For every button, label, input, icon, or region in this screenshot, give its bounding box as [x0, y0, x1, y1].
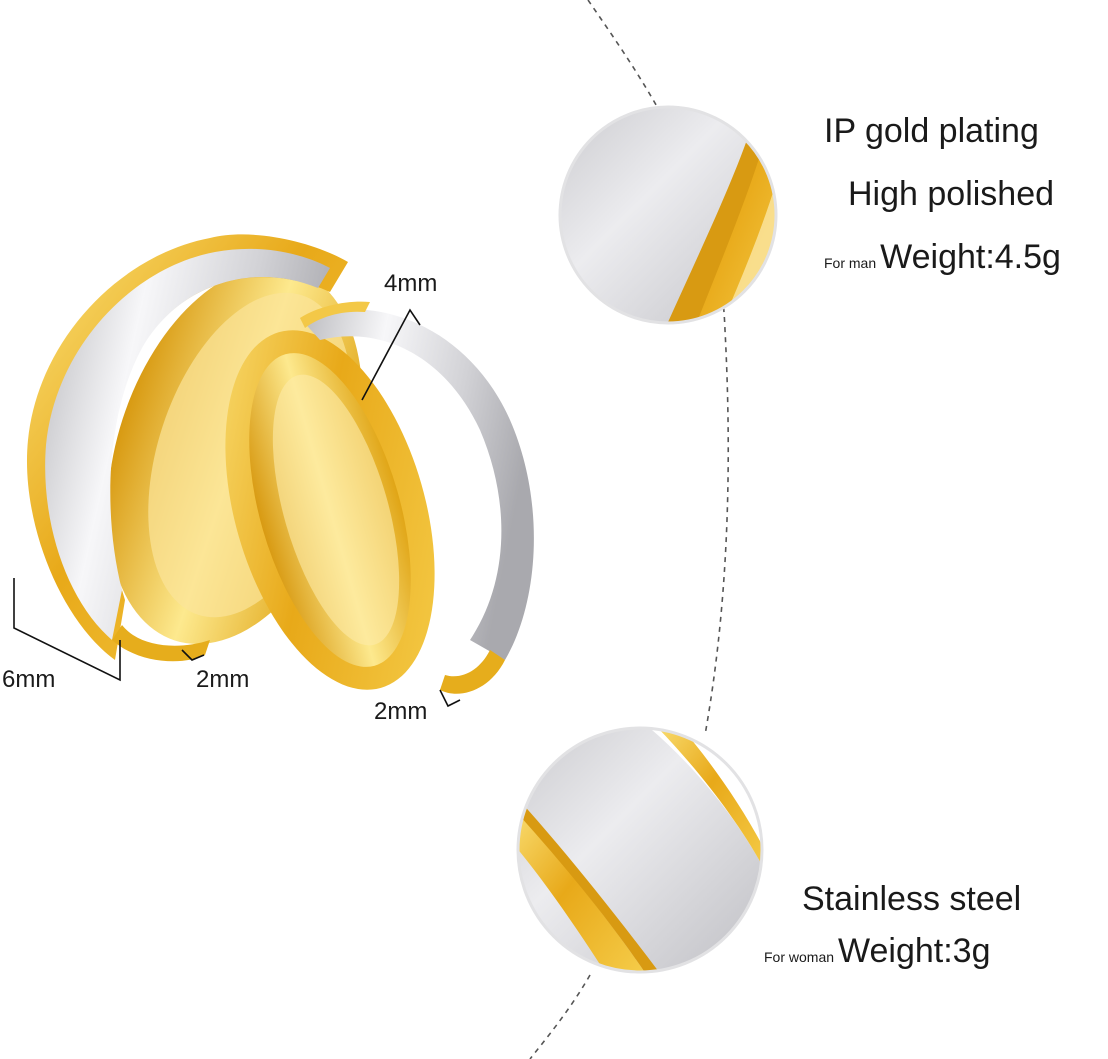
man-feature-plating: IP gold plating: [824, 112, 1039, 150]
woman-weight: Weight:3g: [838, 932, 991, 970]
man-weight: Weight:4.5g: [880, 238, 1061, 276]
man-feature-polished: High polished: [848, 175, 1055, 213]
dimension-wide-band: 6mm: [2, 666, 56, 693]
dashed-guide-arc: [529, 0, 730, 1059]
for-woman-label: For woman: [764, 949, 835, 965]
dimension-narrow-edge: 2mm: [374, 698, 428, 725]
zoom-circle-woman: [518, 728, 762, 972]
dimension-lines: [13, 308, 461, 708]
woman-material: Stainless steel: [802, 880, 1022, 918]
for-man-label: For man: [824, 255, 877, 271]
dimension-narrow-band: 4mm: [384, 270, 438, 297]
dimension-wide-edge: 2mm: [196, 666, 250, 693]
zoom-circle-man: [560, 107, 776, 323]
woman-ring: [225, 301, 534, 694]
